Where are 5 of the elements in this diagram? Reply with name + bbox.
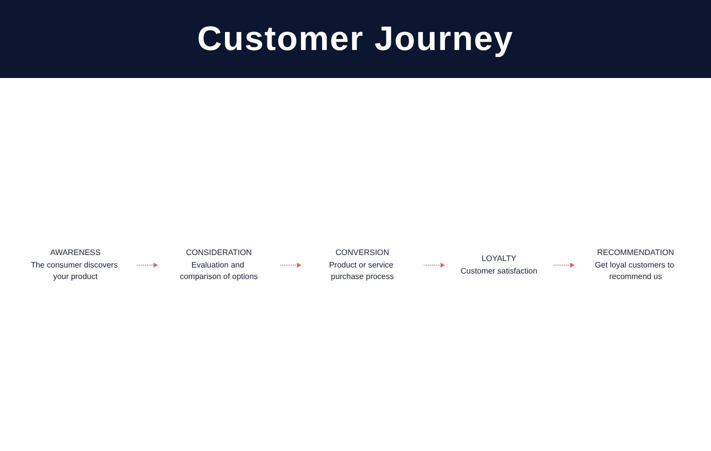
arrow xyxy=(423,262,445,268)
arrow xyxy=(136,262,158,268)
title-banner: Customer Journey xyxy=(0,0,711,78)
arrow xyxy=(280,262,302,268)
arrow xyxy=(552,262,575,268)
